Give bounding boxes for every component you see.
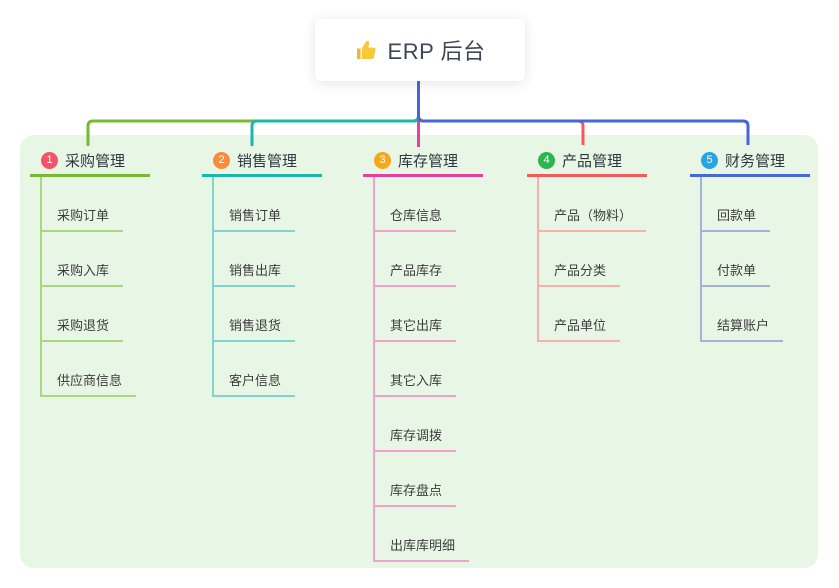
mindmap-node: 产品库存 <box>373 232 483 287</box>
mindmap-node: 库存调拨 <box>373 397 483 452</box>
branch-children: 采购订单 采购入库 采购退货 供应商信息 <box>40 177 150 397</box>
mindmap-node: 库存盘点 <box>373 452 483 507</box>
branch-label: 库存管理 <box>398 152 459 170</box>
branch-label: 财务管理 <box>725 152 786 170</box>
mindmap-node: 结算账户 <box>700 287 810 342</box>
branch-number-badge: 2 <box>213 151 230 169</box>
branches-background <box>20 135 818 568</box>
branch-inventory: 3 库存管理 仓库信息 产品库存 其它出库 其它入库 库存调拨 库存盘点 出库库… <box>363 146 483 562</box>
mindmap-node: 销售订单 <box>212 177 322 232</box>
branch-label: 采购管理 <box>65 152 126 170</box>
branch-purchase: 1 采购管理 采购订单 采购入库 采购退货 供应商信息 <box>30 146 150 397</box>
node-label[interactable]: 产品单位 <box>537 315 621 342</box>
branch-children: 产品（物料） 产品分类 产品单位 <box>537 177 647 342</box>
mindmap-node: 产品分类 <box>537 232 647 287</box>
mindmap-node: 付款单 <box>700 232 810 287</box>
node-label[interactable]: 销售出库 <box>212 260 296 287</box>
branch-number-badge: 5 <box>701 151 718 169</box>
node-label[interactable]: 库存盘点 <box>373 480 457 507</box>
branch-children: 仓库信息 产品库存 其它出库 其它入库 库存调拨 库存盘点 出库库明细 <box>373 177 483 562</box>
node-label[interactable]: 付款单 <box>700 260 771 287</box>
thumbs-up-icon <box>355 38 379 62</box>
node-label[interactable]: 采购订单 <box>40 205 124 232</box>
node-label[interactable]: 采购入库 <box>40 260 124 287</box>
node-label[interactable]: 其它出库 <box>373 315 457 342</box>
mindmap-node: 其它入库 <box>373 342 483 397</box>
node-label[interactable]: 客户信息 <box>212 370 296 397</box>
node-label[interactable]: 销售退货 <box>212 315 296 342</box>
node-label[interactable]: 产品库存 <box>373 260 457 287</box>
branch-finance: 5 财务管理 回款单 付款单 结算账户 <box>690 146 810 342</box>
mindmap-node: 销售出库 <box>212 232 322 287</box>
mindmap-node: 出库库明细 <box>373 507 483 562</box>
branch-children: 销售订单 销售出库 销售退货 客户信息 <box>212 177 322 397</box>
node-label[interactable]: 产品分类 <box>537 260 621 287</box>
branch-title[interactable]: 1 采购管理 <box>30 146 150 177</box>
root-title: ERP 后台 <box>387 39 486 64</box>
branch-children: 回款单 付款单 结算账户 <box>700 177 810 342</box>
mindmap-node: 仓库信息 <box>373 177 483 232</box>
branch-title[interactable]: 4 产品管理 <box>527 146 647 177</box>
node-label[interactable]: 回款单 <box>700 205 771 232</box>
branch-title[interactable]: 3 库存管理 <box>363 146 483 177</box>
root-node[interactable]: ERP 后台 <box>315 19 525 81</box>
branch-title[interactable]: 5 财务管理 <box>690 146 810 177</box>
node-label[interactable]: 产品（物料） <box>537 205 647 232</box>
branch-title[interactable]: 2 销售管理 <box>202 146 322 177</box>
node-label[interactable]: 供应商信息 <box>40 370 137 397</box>
mindmap-node: 回款单 <box>700 177 810 232</box>
node-label[interactable]: 结算账户 <box>700 315 784 342</box>
branch-number-badge: 4 <box>538 151 555 169</box>
node-label[interactable]: 销售订单 <box>212 205 296 232</box>
node-label[interactable]: 仓库信息 <box>373 205 457 232</box>
branch-label: 销售管理 <box>237 152 298 170</box>
mindmap-node: 采购入库 <box>40 232 150 287</box>
branch-number-badge: 3 <box>374 151 391 169</box>
mindmap-node: 采购退货 <box>40 287 150 342</box>
mindmap-node: 产品单位 <box>537 287 647 342</box>
mindmap-node: 其它出库 <box>373 287 483 342</box>
node-label[interactable]: 库存调拨 <box>373 425 457 452</box>
node-label[interactable]: 采购退货 <box>40 315 124 342</box>
node-label[interactable]: 出库库明细 <box>373 535 470 562</box>
mindmap-node: 供应商信息 <box>40 342 150 397</box>
branch-label: 产品管理 <box>562 152 623 170</box>
mindmap-node: 客户信息 <box>212 342 322 397</box>
mindmap-node: 销售退货 <box>212 287 322 342</box>
branch-number-badge: 1 <box>41 151 58 169</box>
branch-sales: 2 销售管理 销售订单 销售出库 销售退货 客户信息 <box>202 146 322 397</box>
node-label[interactable]: 其它入库 <box>373 370 457 397</box>
branch-product: 4 产品管理 产品（物料） 产品分类 产品单位 <box>527 146 647 342</box>
mindmap-node: 产品（物料） <box>537 177 647 232</box>
mindmap-node: 采购订单 <box>40 177 150 232</box>
